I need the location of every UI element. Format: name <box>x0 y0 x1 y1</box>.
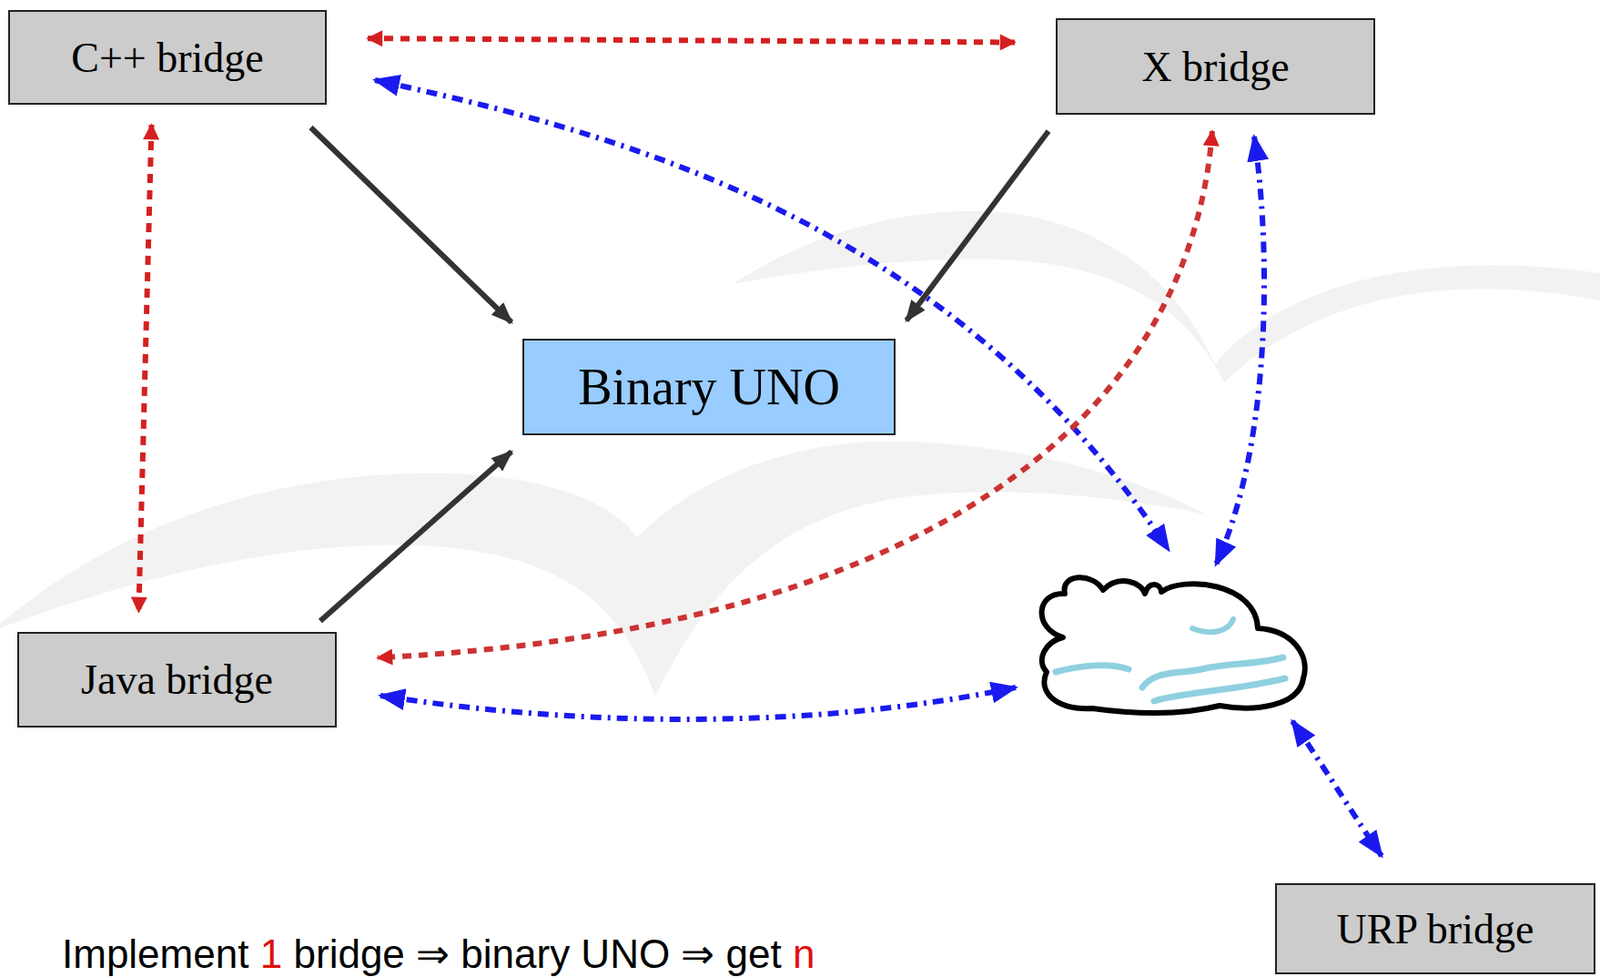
bridge-box: X bridge <box>1055 18 1376 115</box>
bridge-box: C++ bridge <box>8 10 327 105</box>
cloud-symbol <box>1042 577 1306 713</box>
caption-text: bridge ⇒ binary UNO ⇒ get <box>293 931 782 976</box>
caption-text: 1 <box>260 931 283 976</box>
box-label: URP bridge <box>1336 904 1535 953</box>
caption-text: Implement <box>61 931 249 976</box>
arrow-connector <box>906 131 1049 321</box>
caption-line: Implement1bridge ⇒ binary UNO ⇒ getn <box>61 930 827 977</box>
dotted-connector <box>380 687 1016 719</box>
box-label: Binary UNO <box>577 357 841 416</box>
bridge-box: Binary UNO <box>522 338 896 436</box>
arrow-connector <box>311 127 513 323</box>
box-label: X bridge <box>1141 42 1289 92</box>
arrow-connector <box>320 451 512 621</box>
dotted-connector <box>374 80 1169 550</box>
dashed-connector <box>367 38 1015 42</box>
dashed-connector <box>138 124 152 612</box>
bridge-box: URP bridge <box>1275 882 1596 974</box>
box-label: Java bridge <box>81 655 274 704</box>
bridge-box: Java bridge <box>17 631 337 728</box>
dashed-connector <box>377 131 1213 658</box>
box-label: C++ bridge <box>70 33 264 82</box>
dotted-connector <box>1292 720 1382 856</box>
caption-text: n <box>792 931 815 976</box>
dotted-connector <box>1215 136 1265 565</box>
